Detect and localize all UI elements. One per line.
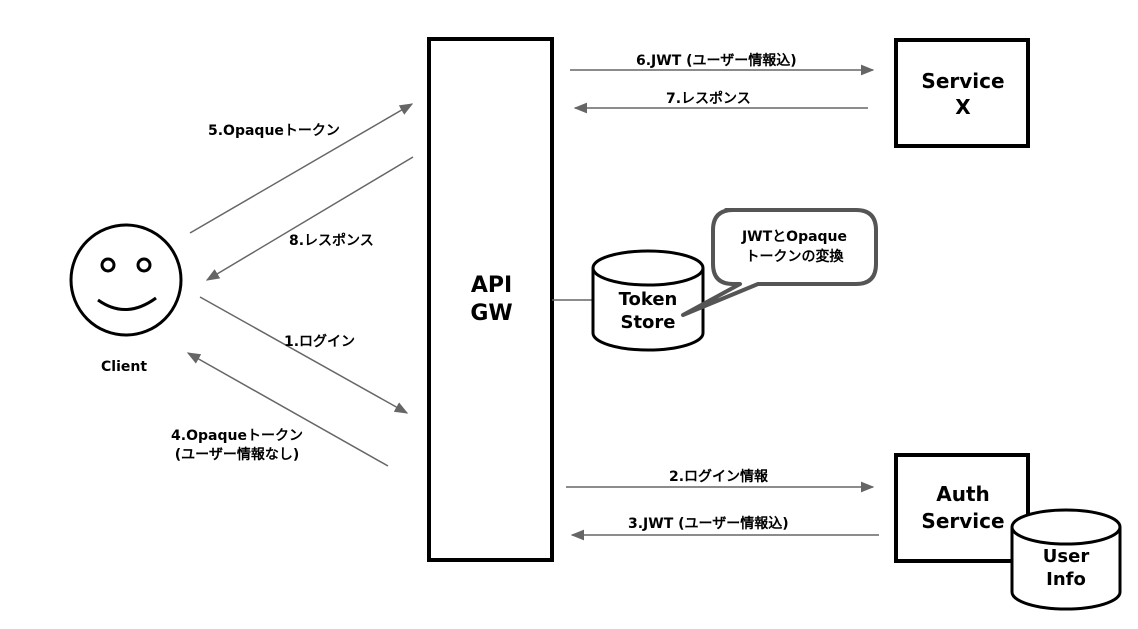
callout-text: JWTとOpaque トークンの変換 xyxy=(713,227,876,267)
token-store-line2: Store xyxy=(620,312,676,333)
message-2: 2.ログイン情報 xyxy=(669,469,769,485)
service-x-box xyxy=(894,38,1030,148)
user-info-label: User Info xyxy=(1012,545,1120,591)
message-8: 8.レスポンス xyxy=(289,233,374,249)
client-label: Client xyxy=(101,359,148,375)
token-store-cylinder xyxy=(591,249,705,352)
user-info-line2: Info xyxy=(1046,569,1086,590)
arrow-4 xyxy=(186,352,389,467)
user-info-cylinder xyxy=(1010,508,1122,611)
callout-bubble xyxy=(681,208,878,317)
auth-service-line1: Auth xyxy=(936,482,990,506)
message-7: 7.レスポンス xyxy=(666,91,751,107)
api-gw-line2: GW xyxy=(470,301,513,326)
message-4-line1: 4.Opaqueトークン xyxy=(171,428,303,444)
user-info-line1: User xyxy=(1042,546,1090,567)
auth-service-label: Auth Service xyxy=(896,481,1030,535)
api-gw-label: API GW xyxy=(429,272,554,328)
message-5: 5.Opaqueトークン xyxy=(208,123,340,139)
service-x-line2: X xyxy=(955,95,971,119)
token-store-label: Token Store xyxy=(593,288,703,334)
token-store-line1: Token xyxy=(618,289,678,310)
message-4-line2: (ユーザー情報なし) xyxy=(174,447,300,463)
arrow-8 xyxy=(205,156,414,281)
message-3: 3.JWT (ユーザー情報込) xyxy=(628,516,789,532)
service-x-label: Service X xyxy=(896,68,1030,120)
callout-line2: トークンの変換 xyxy=(745,249,844,265)
arrow-5 xyxy=(189,103,414,234)
auth-service-line2: Service xyxy=(921,509,1005,533)
client-face-icon xyxy=(69,223,183,337)
message-1: 1.ログイン xyxy=(284,334,356,350)
message-6: 6.JWT (ユーザー情報込) xyxy=(636,53,797,69)
service-x-line1: Service xyxy=(921,69,1005,93)
message-4: 4.Opaqueトークン (ユーザー情報なし) xyxy=(152,427,322,465)
api-gw-line1: API xyxy=(470,273,513,298)
arrow-1 xyxy=(199,296,409,414)
auth-service-box xyxy=(894,453,1030,563)
callout-line1: JWTとOpaque xyxy=(741,229,848,245)
